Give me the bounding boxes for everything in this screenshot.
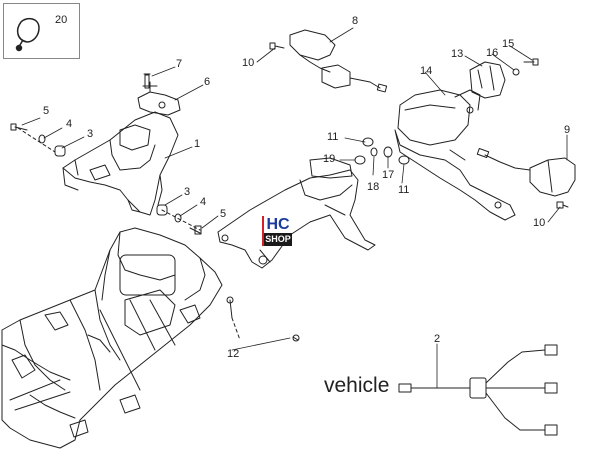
callout-10: 10 [242, 57, 255, 69]
screw-7 [143, 73, 151, 89]
callout-13: 13 [451, 48, 464, 60]
callout-3: 3 [87, 128, 94, 140]
support-bracket [217, 157, 376, 269]
callout-5: 5 [220, 208, 227, 220]
callout-7: 7 [176, 58, 183, 70]
sensor-13 [469, 61, 506, 99]
callout-3: 3 [184, 186, 191, 198]
hc-shop-logo: HC SHOP [262, 216, 292, 248]
callout-18: 18 [367, 181, 380, 193]
cable-tie-icon [15, 17, 40, 52]
plate-light [269, 29, 388, 93]
callout-14: 14 [420, 65, 433, 77]
logo-shop-text: SHOP [264, 233, 292, 246]
callout-4: 4 [66, 118, 73, 130]
callout-9: 9 [564, 124, 571, 136]
callout-19: 19 [323, 153, 336, 165]
turn-signal [476, 147, 576, 209]
callout-12: 12 [227, 348, 240, 360]
callout-1: 1 [194, 138, 201, 150]
screw-12 [226, 296, 300, 342]
callout-11: 11 [398, 184, 410, 196]
reference-number: 20 [55, 14, 68, 26]
tail-light [394, 89, 516, 221]
wiring-harness [398, 344, 558, 436]
callout-16: 16 [486, 47, 499, 59]
callout-11: 11 [327, 131, 339, 143]
rear-mudguard [1, 227, 223, 449]
callout-5: 5 [43, 105, 50, 117]
wiring-vehicle-label: vehicle [324, 374, 390, 397]
leader-lines [21, 27, 568, 389]
screw-15-washer-16 [512, 58, 539, 76]
callout-17: 17 [382, 169, 395, 181]
cable-tie-reference-box: 20 [3, 3, 80, 59]
plate-holder-bracket [62, 111, 179, 216]
logo-hc-text: HC [264, 216, 292, 233]
callout-8: 8 [352, 15, 359, 27]
callout-15: 15 [502, 38, 515, 50]
callout-2: 2 [434, 333, 441, 345]
callout-4: 4 [200, 196, 207, 208]
light-bracket-6 [137, 81, 181, 116]
fastener-set-right [156, 204, 202, 235]
callout-10: 10 [533, 217, 546, 229]
fastener-set-left [10, 123, 66, 157]
logo-accent-bar [262, 216, 264, 246]
callout-6: 6 [204, 76, 211, 88]
